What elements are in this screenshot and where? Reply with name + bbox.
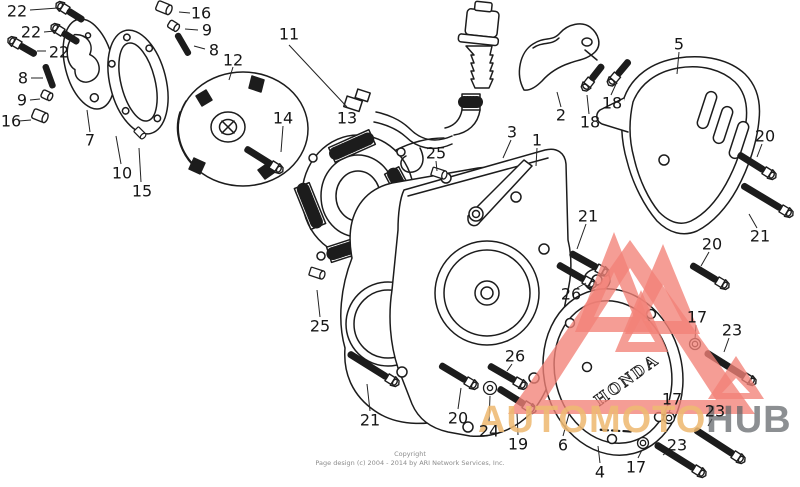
- leader-lines: [18, 7, 763, 464]
- part-callout-20[interactable]: 20: [754, 126, 776, 146]
- flywheel-part12: [176, 71, 309, 187]
- fasteners: [6, 0, 796, 480]
- part-callout-17[interactable]: 17: [625, 457, 647, 477]
- sprocket-cover-part5: [596, 56, 761, 235]
- copyright-line2: Page design (c) 2004 - 2014 by ARI Netwo…: [315, 458, 505, 467]
- part-callout-20[interactable]: 20: [447, 408, 469, 428]
- part-callout-7[interactable]: 7: [84, 130, 96, 150]
- part-callout-8[interactable]: 8: [208, 40, 220, 60]
- part-callout-22[interactable]: 22: [6, 1, 28, 21]
- part-callout-4[interactable]: 4: [594, 462, 606, 482]
- part-callout-21[interactable]: 21: [577, 206, 599, 226]
- part-callout-24[interactable]: 24: [478, 421, 500, 441]
- part-callout-14[interactable]: 14: [272, 108, 294, 128]
- part-callout-22[interactable]: 22: [48, 42, 70, 62]
- part-callout-23[interactable]: 23: [704, 401, 726, 421]
- part-callout-16[interactable]: 16: [0, 111, 22, 131]
- part-callout-13[interactable]: 13: [336, 108, 358, 128]
- part-callout-26[interactable]: 26: [560, 284, 582, 304]
- part-callout-17[interactable]: 17: [661, 389, 683, 409]
- copyright-line1: Copyright: [394, 450, 426, 458]
- part-callout-11[interactable]: 11: [278, 24, 300, 44]
- gasket-part10: [107, 29, 169, 135]
- wire-clamp-part2: [518, 23, 600, 91]
- bracket-part3: [467, 159, 533, 227]
- part-callout-25[interactable]: 25: [425, 143, 447, 163]
- part-callout-19[interactable]: 19: [507, 434, 529, 454]
- part-callout-15[interactable]: 15: [131, 181, 153, 201]
- part-callout-21[interactable]: 21: [359, 410, 381, 430]
- part-callout-26[interactable]: 26: [504, 346, 526, 366]
- part-callout-22[interactable]: 22: [20, 22, 42, 42]
- part-callout-20[interactable]: 20: [701, 234, 723, 254]
- part-callout-5[interactable]: 5: [673, 34, 685, 54]
- part-callout-9[interactable]: 9: [201, 20, 213, 40]
- part-callout-16[interactable]: 16: [190, 3, 212, 23]
- part-callout-3[interactable]: 3: [506, 122, 518, 142]
- ignition-wire-harness: [343, 0, 500, 173]
- part-callout-23[interactable]: 23: [666, 435, 688, 455]
- part-callout-8[interactable]: 8: [17, 68, 29, 88]
- part-callout-6[interactable]: 6: [557, 435, 569, 455]
- part-callout-9[interactable]: 9: [16, 90, 28, 110]
- part-callout-2[interactable]: 2: [555, 105, 567, 125]
- part-callout-25[interactable]: 25: [309, 316, 331, 336]
- part-callout-10[interactable]: 10: [111, 163, 133, 183]
- part-callout-12[interactable]: 12: [222, 50, 244, 70]
- part-callout-18[interactable]: 18: [601, 93, 623, 113]
- part-callout-1[interactable]: 1: [531, 130, 543, 150]
- copyright-notice: Copyright Page design (c) 2004 - 2014 by…: [300, 450, 520, 467]
- part-callout-23[interactable]: 23: [721, 320, 743, 340]
- part-callout-18[interactable]: 18: [579, 112, 601, 132]
- watermark-triangle-logo: [508, 232, 764, 414]
- part-callout-17[interactable]: 17: [686, 307, 708, 327]
- part-callout-21[interactable]: 21: [749, 226, 771, 246]
